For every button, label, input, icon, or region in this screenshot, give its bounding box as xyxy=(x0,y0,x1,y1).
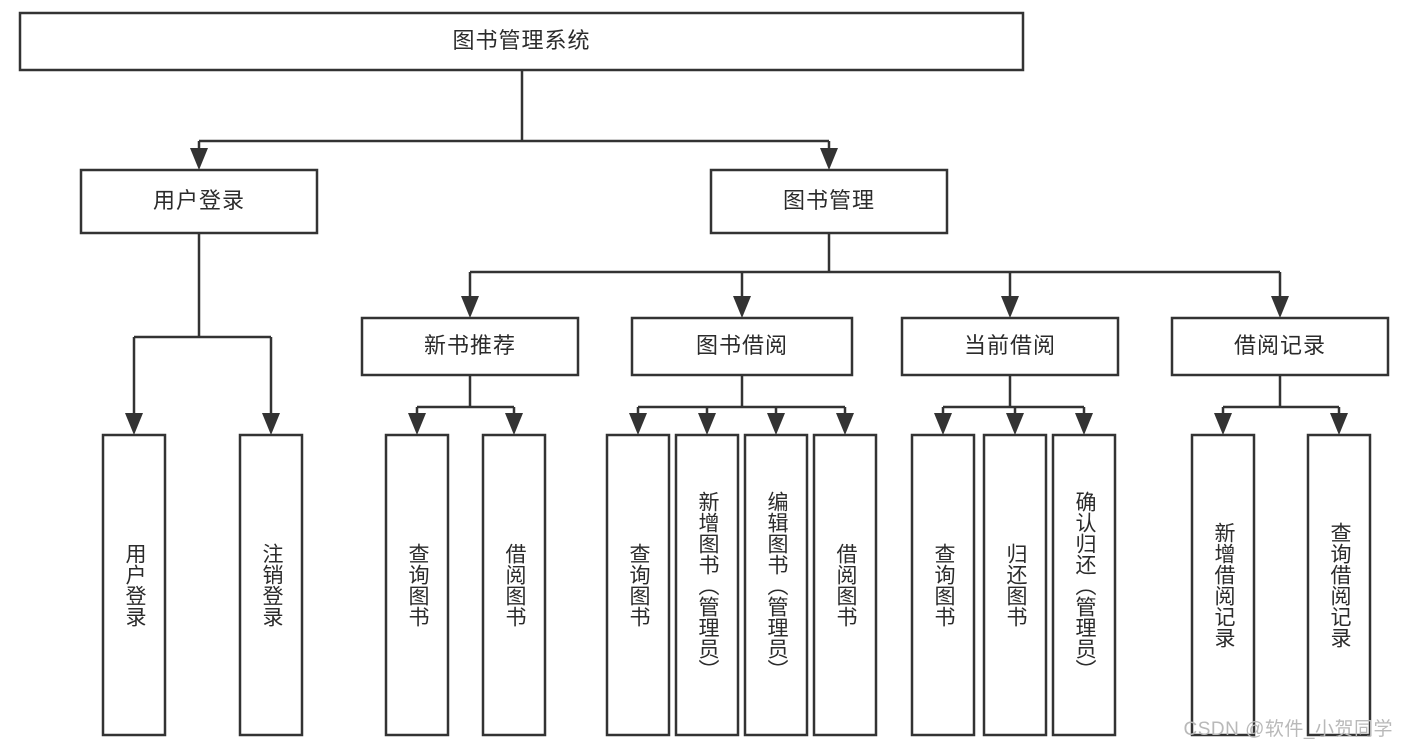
node-box-level3-2 xyxy=(900,316,1120,377)
node-box-level2-0 xyxy=(79,168,319,235)
node-box-leaf-11 xyxy=(1190,433,1256,737)
node-box-level3-1 xyxy=(630,316,854,377)
arrow-head-icon-level3-0 xyxy=(461,296,479,318)
node-box-leaf-6 xyxy=(743,433,809,737)
arrow-head-icon-leaf-4-0 xyxy=(1214,413,1232,435)
arrow-head-icon-leaf-3-0 xyxy=(934,413,952,435)
node-box-level2-1 xyxy=(709,168,949,235)
node-box-leaf-10 xyxy=(1051,433,1117,737)
arrow-head-icon-leaf-2-3 xyxy=(836,413,854,435)
arrow-head-icon-leaf-1-1 xyxy=(505,413,523,435)
arrow-head-icon-leaf-2-0 xyxy=(629,413,647,435)
arrow-head-icon-leaf-2-1 xyxy=(698,413,716,435)
arrow-head-icon-level3-1 xyxy=(733,296,751,318)
arrow-head-icon-level3-2 xyxy=(1001,296,1019,318)
arrow-head-icon-leaf-3-2 xyxy=(1075,413,1093,435)
node-box-leaf-1 xyxy=(238,433,304,737)
arrow-head-icon-leaf-3-1 xyxy=(1006,413,1024,435)
node-box-leaf-5 xyxy=(674,433,740,737)
node-box-level3-3 xyxy=(1170,316,1390,377)
arrow-head-icon-leaf-2-2 xyxy=(767,413,785,435)
arrow-head-icon-level3-3 xyxy=(1271,296,1289,318)
arrow-head-icon-leaf-0-0 xyxy=(125,413,143,435)
node-box-leaf-8 xyxy=(910,433,976,737)
node-box-root-0 xyxy=(18,11,1025,72)
node-box-leaf-4 xyxy=(605,433,671,737)
arrow-head-icon-level2-1 xyxy=(820,148,838,170)
node-box-leaf-3 xyxy=(481,433,547,737)
node-boxes xyxy=(18,11,1390,737)
node-box-level3-0 xyxy=(360,316,580,377)
connector-lines xyxy=(125,70,1348,435)
node-box-leaf-2 xyxy=(384,433,450,737)
arrow-head-icon-leaf-4-1 xyxy=(1330,413,1348,435)
arrow-head-icon-leaf-0-1 xyxy=(262,413,280,435)
arrow-head-icon-leaf-1-0 xyxy=(408,413,426,435)
node-box-leaf-7 xyxy=(812,433,878,737)
node-box-leaf-0 xyxy=(101,433,167,737)
node-box-leaf-12 xyxy=(1306,433,1372,737)
arrow-head-icon-level2-0 xyxy=(190,148,208,170)
node-box-leaf-9 xyxy=(982,433,1048,737)
